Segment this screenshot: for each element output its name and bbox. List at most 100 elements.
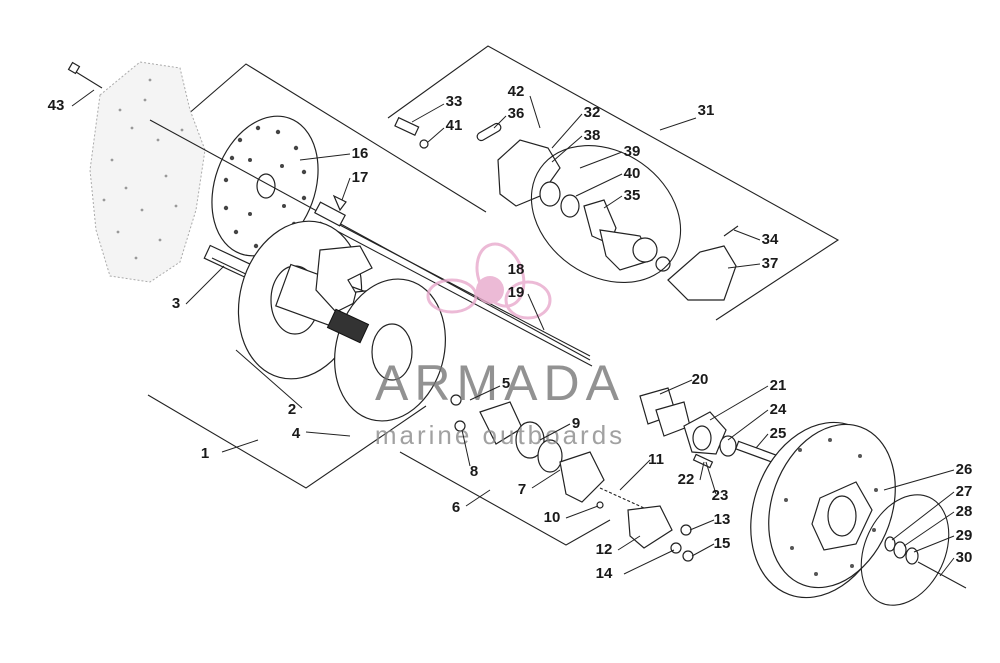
callout-leader-24	[727, 409, 769, 441]
callout-leader-27	[891, 491, 955, 541]
callout-label-39: 39	[624, 143, 641, 160]
callout-label-37: 37	[762, 255, 779, 272]
callout-label-8: 8	[470, 463, 478, 480]
callout-leader-34	[733, 229, 761, 241]
callout-leader-7	[531, 469, 561, 489]
callout-label-14: 14	[596, 565, 613, 582]
group-frames	[147, 45, 840, 546]
callout-leader-33	[411, 103, 445, 123]
callout-label-43: 43	[48, 97, 65, 114]
callout-label-20: 20	[692, 371, 709, 388]
callout-label-40: 40	[624, 165, 641, 182]
armada-logo	[426, 242, 552, 320]
callout-label-38: 38	[584, 127, 601, 144]
callout-leader-3	[185, 265, 225, 305]
bolt-43	[67, 61, 103, 89]
callout-label-42: 42	[508, 83, 525, 100]
callout-label-41: 41	[446, 117, 463, 134]
callout-leader-14	[623, 549, 675, 575]
callout-label-12: 12	[596, 541, 613, 558]
watermark-tagline: marine outboards	[375, 420, 625, 450]
callout-label-28: 28	[956, 503, 973, 520]
callout-leader-30	[939, 557, 955, 577]
callout-label-31: 31	[698, 102, 715, 119]
callout-leader-15	[691, 543, 715, 557]
callout-leader-5	[469, 385, 501, 401]
callout-label-30: 30	[956, 549, 973, 566]
callout-label-32: 32	[584, 104, 601, 121]
callout-label-11: 11	[648, 451, 664, 468]
callout-leader-42	[529, 95, 541, 129]
callout-label-7: 7	[518, 481, 526, 498]
callout-leader-41	[427, 127, 445, 143]
callout-leader-29	[913, 535, 955, 553]
callout-label-1: 1	[201, 445, 209, 462]
callout-label-22: 22	[678, 471, 695, 488]
drive-disc	[211, 115, 319, 257]
driven-clutch	[750, 421, 967, 606]
callout-leader-4	[305, 431, 351, 437]
callout-label-26: 26	[956, 461, 973, 478]
callout-leader-37	[727, 263, 761, 269]
callout-leader-40	[575, 173, 623, 197]
callout-leader-38	[551, 135, 583, 163]
callout-label-6: 6	[452, 499, 460, 516]
callout-label-4: 4	[292, 425, 301, 442]
callout-label-9: 9	[572, 415, 580, 432]
callout-label-33: 33	[446, 93, 463, 110]
driven-side-bearing-parts	[639, 387, 777, 469]
callout-leader-22	[699, 461, 705, 481]
callout-leader-2	[235, 349, 303, 409]
callout-label-2: 2	[288, 401, 296, 418]
callout-label-24: 24	[770, 401, 787, 418]
watermark-brand: ARMADA	[375, 355, 625, 411]
callout-label-19: 19	[508, 284, 525, 301]
engine-crankcase	[89, 61, 206, 283]
callout-leader-12	[617, 535, 641, 551]
callout-label-10: 10	[544, 509, 561, 526]
callout-label-29: 29	[956, 527, 973, 544]
callout-leader-19	[527, 293, 545, 331]
callout-leader-13	[689, 519, 715, 531]
callout-leader-23	[705, 461, 717, 495]
callout-label-36: 36	[508, 105, 525, 122]
callout-leader-16	[299, 153, 351, 161]
callout-leader-43	[71, 89, 95, 107]
callout-leader-35	[603, 195, 623, 209]
callout-label-35: 35	[624, 187, 641, 204]
watermark: ARMADA marine outboards	[375, 242, 625, 450]
callout-leader-28	[903, 511, 955, 547]
callout-label-15: 15	[714, 535, 731, 552]
callout-leader-8	[461, 429, 471, 467]
callout-leader-9	[539, 423, 571, 441]
callout-leader-1	[221, 439, 259, 453]
callout-label-23: 23	[712, 487, 729, 504]
callout-leader-39	[579, 151, 623, 169]
callout-label-18: 18	[508, 261, 525, 278]
jackshaft	[149, 119, 593, 367]
callout-leader-31	[659, 117, 697, 131]
callout-label-21: 21	[770, 377, 787, 394]
callout-label-13: 13	[714, 511, 731, 528]
callout-leader-36	[493, 115, 507, 129]
callout-label-5: 5	[502, 375, 510, 392]
callout-leader-26	[883, 469, 955, 491]
drive-clutch	[237, 220, 446, 422]
callout-leader-6	[465, 489, 491, 507]
callout-leader-21	[709, 385, 769, 421]
callout-label-27: 27	[956, 483, 973, 500]
callout-label-34: 34	[762, 231, 779, 248]
callout-leader-25	[755, 433, 769, 449]
callout-leader-32	[551, 113, 583, 149]
callout-label-25: 25	[770, 425, 787, 442]
callout-label-16: 16	[352, 145, 369, 162]
callout-leader-11	[619, 459, 651, 491]
callout-leader-17	[341, 177, 351, 201]
bearing-housing-parts	[450, 394, 694, 562]
callout-label-17: 17	[352, 169, 369, 186]
callout-leader-10	[565, 505, 599, 519]
callout-leader-20	[659, 379, 693, 395]
upper-housing-assembly	[394, 116, 739, 301]
